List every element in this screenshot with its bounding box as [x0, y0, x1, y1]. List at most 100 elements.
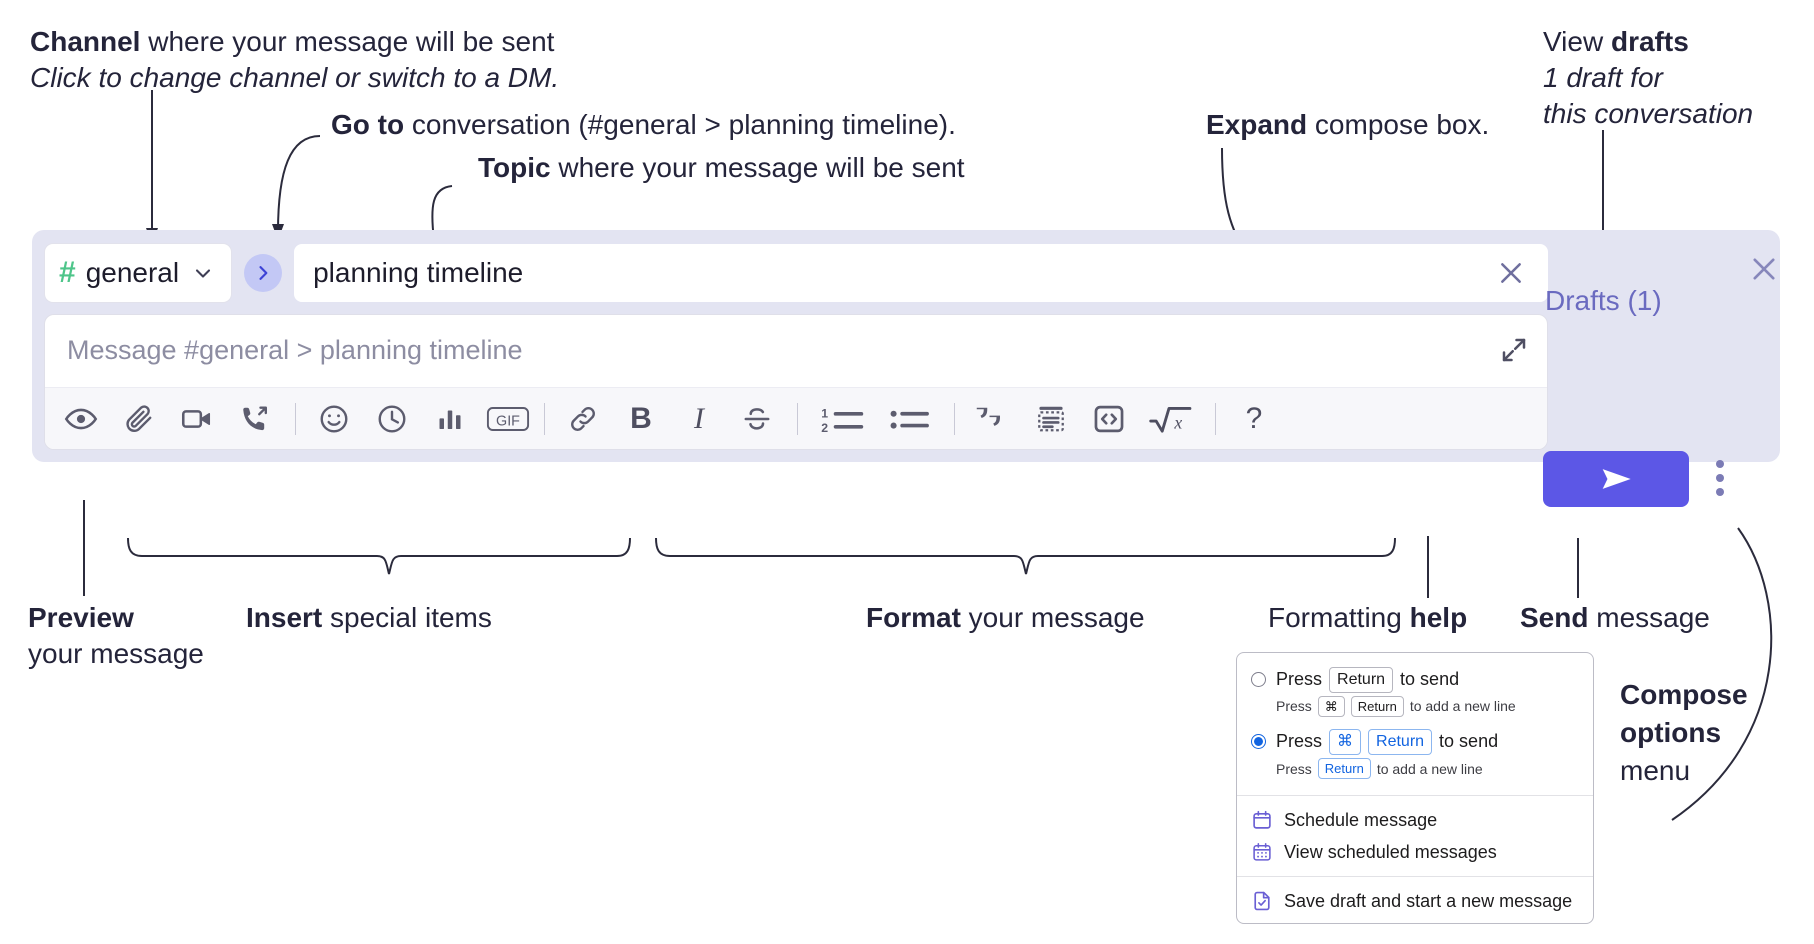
bold-button[interactable]: B	[619, 396, 663, 442]
calendar-icon	[1251, 809, 1273, 831]
compose-box-panel: # general planning timeline	[32, 230, 1780, 462]
annotation-send: Send message	[1520, 602, 1710, 633]
send-message-button[interactable]	[1543, 451, 1689, 507]
annotation-format: Format your message	[866, 602, 1145, 633]
option-subtext: Press	[1276, 760, 1312, 777]
bar-chart-icon[interactable]	[428, 396, 472, 442]
goto-conversation-button[interactable]	[244, 254, 283, 292]
option-subtext-1: Press ⌘Return to add a new line	[1237, 693, 1593, 726]
option-subtext: to add a new line	[1376, 760, 1483, 777]
svg-text:x: x	[1173, 412, 1182, 432]
gif-button[interactable]: GIF	[486, 396, 530, 442]
drafts-link[interactable]: Drafts (1)	[1545, 285, 1662, 316]
menu-item-label: Save draft and start a new message	[1284, 890, 1573, 911]
radio-button[interactable]	[1251, 672, 1266, 687]
close-panel-button[interactable]	[1747, 252, 1781, 291]
menu-item-label: View scheduled messages	[1284, 841, 1497, 862]
file-check-icon	[1251, 890, 1273, 912]
expand-diagonal-icon[interactable]	[1495, 331, 1533, 374]
annotation-preview: Preview your message	[28, 602, 204, 669]
compose-options-button[interactable]	[1716, 460, 1724, 496]
formatting-help-button[interactable]: ?	[1232, 396, 1276, 442]
compose-inner: # general planning timeline	[44, 242, 1548, 450]
menu-item-save-draft-and-start-a-new-message[interactable]: Save draft and start a new message	[1237, 885, 1593, 917]
quote-icon[interactable]	[971, 396, 1015, 442]
bold-label: B	[630, 401, 652, 435]
option-text: Press	[1276, 669, 1323, 690]
kebab-dot-3	[1716, 488, 1724, 496]
annotation-expand: Expand compose box.	[1206, 109, 1490, 140]
option-label: Press Return to send	[1276, 667, 1459, 693]
video-camera-icon[interactable]	[175, 396, 219, 442]
separator-1	[295, 402, 296, 435]
option-subtext: Press	[1276, 698, 1312, 715]
annotation-channel: Channel where your message will be sent …	[30, 26, 560, 93]
menu-item-view-scheduled-messages[interactable]: View scheduled messages	[1237, 836, 1593, 868]
square-root-icon[interactable]: x	[1145, 396, 1197, 442]
strikethrough-button[interactable]	[735, 396, 779, 442]
compose-header-row: # general planning timeline	[44, 242, 1548, 304]
attach-button[interactable]	[117, 396, 161, 442]
separator-4	[954, 402, 955, 435]
annotation-formatting-help: Formatting help	[1268, 602, 1468, 633]
svg-text:1: 1	[821, 406, 828, 420]
ordered-list-icon[interactable]: 1 2	[814, 396, 870, 442]
send-paper-plane-icon	[1602, 469, 1631, 489]
annotation-topic: Topic where your message will be sent	[478, 152, 965, 183]
option-subtext: to add a new line	[1409, 698, 1516, 715]
emoji-button[interactable]	[312, 396, 356, 442]
hash-icon: #	[59, 256, 76, 289]
key-cap: ⌘	[1317, 695, 1345, 718]
clock-icon[interactable]	[370, 396, 414, 442]
menu-divider-2	[1237, 876, 1593, 878]
menu-divider-1	[1237, 795, 1593, 797]
preview-button[interactable]	[59, 396, 103, 442]
bulleted-list-icon[interactable]	[884, 396, 936, 442]
option-text: Press	[1276, 731, 1323, 752]
code-block-icon[interactable]	[1029, 396, 1073, 442]
annotation-compose-options: Compose options menu	[1620, 679, 1748, 786]
option-text: to send	[1400, 669, 1460, 690]
chevron-right-icon	[259, 266, 268, 280]
option-text: to send	[1439, 731, 1499, 752]
topic-input-field[interactable]: planning timeline	[294, 244, 1548, 302]
separator-3	[797, 402, 798, 435]
svg-text:2: 2	[821, 420, 828, 434]
italic-button[interactable]: I	[677, 396, 721, 442]
kebab-dot-1	[1716, 460, 1724, 468]
separator-5	[1215, 402, 1216, 435]
link-icon[interactable]	[561, 396, 605, 442]
menu-item-schedule-message[interactable]: Schedule message	[1237, 804, 1593, 836]
key-cap: Return	[1317, 757, 1371, 780]
formatting-toolbar: GIF B I	[45, 387, 1547, 449]
message-placeholder: Message #general > planning timeline	[67, 335, 523, 365]
annotation-goto: Go to conversation (#general > planning …	[331, 109, 956, 140]
chevron-down-icon	[191, 261, 215, 285]
key-cap: Return	[1329, 667, 1394, 693]
separator-2	[544, 402, 545, 435]
channel-picker-button[interactable]: # general	[44, 243, 233, 303]
key-cap: Return	[1368, 729, 1433, 755]
send-shortcut-option-1[interactable]: Press Return to send	[1237, 663, 1593, 693]
code-brackets-icon[interactable]	[1087, 396, 1131, 442]
menu-item-label: Schedule message	[1284, 809, 1438, 830]
message-input-card[interactable]: Message #general > planning timeline	[44, 314, 1548, 450]
annotation-drafts: View drafts 1 draft for this conversatio…	[1543, 26, 1754, 129]
italic-label: I	[694, 401, 704, 435]
channel-name-label: general	[85, 257, 180, 288]
kebab-dot-2	[1716, 474, 1724, 482]
option-subtext-2: Press Return to add a new line	[1237, 755, 1593, 788]
phone-forward-icon[interactable]	[233, 396, 277, 442]
close-icon[interactable]	[1491, 253, 1531, 293]
key-cap: Return	[1350, 695, 1404, 718]
annotation-insert: Insert special items	[246, 602, 492, 633]
radio-button[interactable]	[1251, 734, 1266, 750]
calendar-grid-icon	[1251, 841, 1273, 863]
question-mark-icon: ?	[1245, 401, 1263, 435]
